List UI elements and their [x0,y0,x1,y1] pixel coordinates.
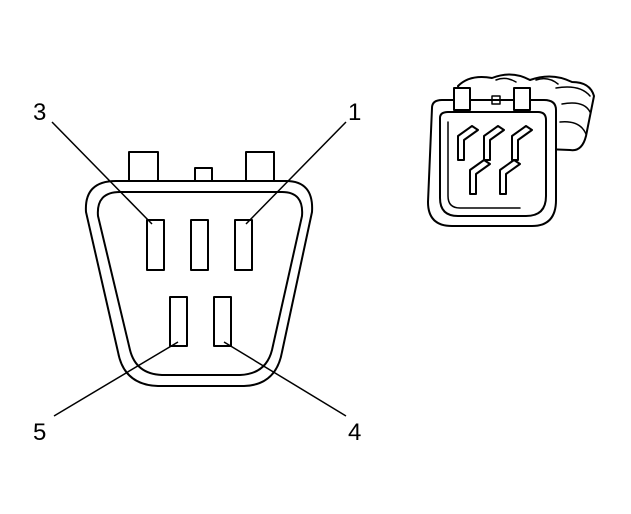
perspective-terminal-1 [457,125,479,161]
leader-line-5 [53,341,179,417]
perspective-terminals [457,125,533,195]
pin-label-3: 3 [33,99,46,126]
leader-line-3 [51,121,153,225]
perspective-housing-outer [427,99,557,227]
connector-perspective-view [427,73,595,227]
perspective-housing-depth [447,121,521,209]
center-lock-tab [194,167,213,183]
connector-face-view: 3 1 5 4 [33,99,361,446]
leader-line-4 [223,341,347,417]
cavity-pin-5 [169,296,188,347]
pin-label-4: 4 [348,419,361,446]
left-lock-tab [128,151,159,183]
perspective-latch-left [453,87,471,111]
cavity-pin-2 [190,219,209,271]
cavity-pin-1 [234,219,253,271]
cavity-pin-4 [213,296,232,347]
perspective-terminal-5 [499,159,521,195]
wire-boot-top [495,77,559,85]
locking-tabs [128,151,275,183]
terminal-cavities [146,219,253,347]
connector-housing-outer [84,180,314,387]
right-lock-tab [245,151,275,183]
pin-label-5: 5 [33,419,46,446]
perspective-terminal-3 [511,125,533,161]
connector-housing-inner [96,191,304,376]
leader-lines [51,121,347,417]
pin-label-1: 1 [348,99,361,126]
cavity-pin-3 [146,219,165,271]
perspective-key-mark [491,95,501,105]
leader-line-1 [245,121,347,225]
perspective-terminal-4 [469,159,491,195]
perspective-latch-right [513,87,531,111]
wire-boot-right [555,86,591,135]
perspective-housing-inner [439,111,547,217]
